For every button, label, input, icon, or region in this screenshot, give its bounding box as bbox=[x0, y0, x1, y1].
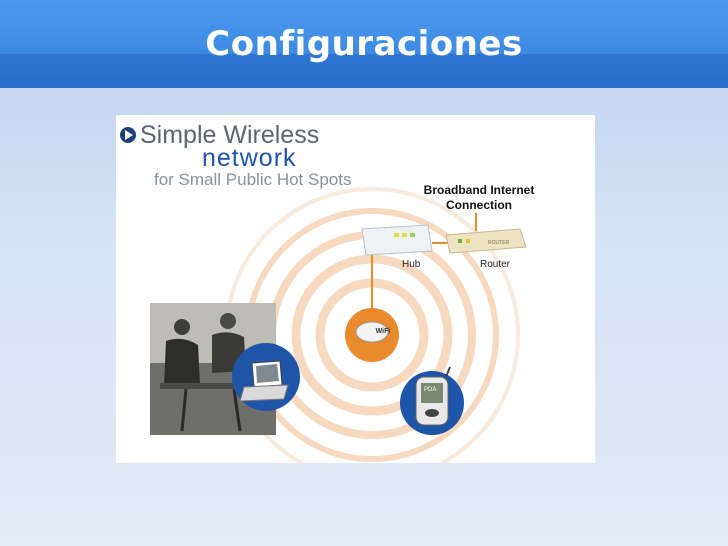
figure-graphics: ROUTER bbox=[120, 127, 527, 463]
wireless-network-figure: ROUTER bbox=[116, 115, 595, 463]
title-bar: Configuraciones bbox=[0, 0, 728, 88]
figure-heading-line3: for Small Public Hot Spots bbox=[154, 170, 352, 189]
pda-label: PDA bbox=[424, 387, 436, 393]
router-device: ROUTER bbox=[445, 228, 527, 254]
laptop-device bbox=[232, 343, 300, 411]
router-device-text: ROUTER bbox=[488, 240, 510, 246]
wifi-badge: WiFi bbox=[375, 328, 391, 335]
router-label: Router bbox=[480, 259, 511, 270]
hub-device bbox=[361, 224, 433, 256]
figure-heading-line1: Simple Wireless bbox=[140, 121, 320, 149]
hub-label: Hub bbox=[402, 259, 421, 270]
figure-heading-line2: network bbox=[202, 144, 297, 172]
broadband-label: Broadband Internet Connection bbox=[423, 183, 535, 212]
title-band-bottom bbox=[0, 54, 728, 88]
play-circle-icon bbox=[120, 127, 136, 143]
wifi-access-point bbox=[345, 308, 399, 362]
title-band-top bbox=[0, 0, 728, 54]
slide-title: Configuraciones bbox=[205, 24, 523, 64]
pda-device: PDA bbox=[400, 366, 464, 435]
